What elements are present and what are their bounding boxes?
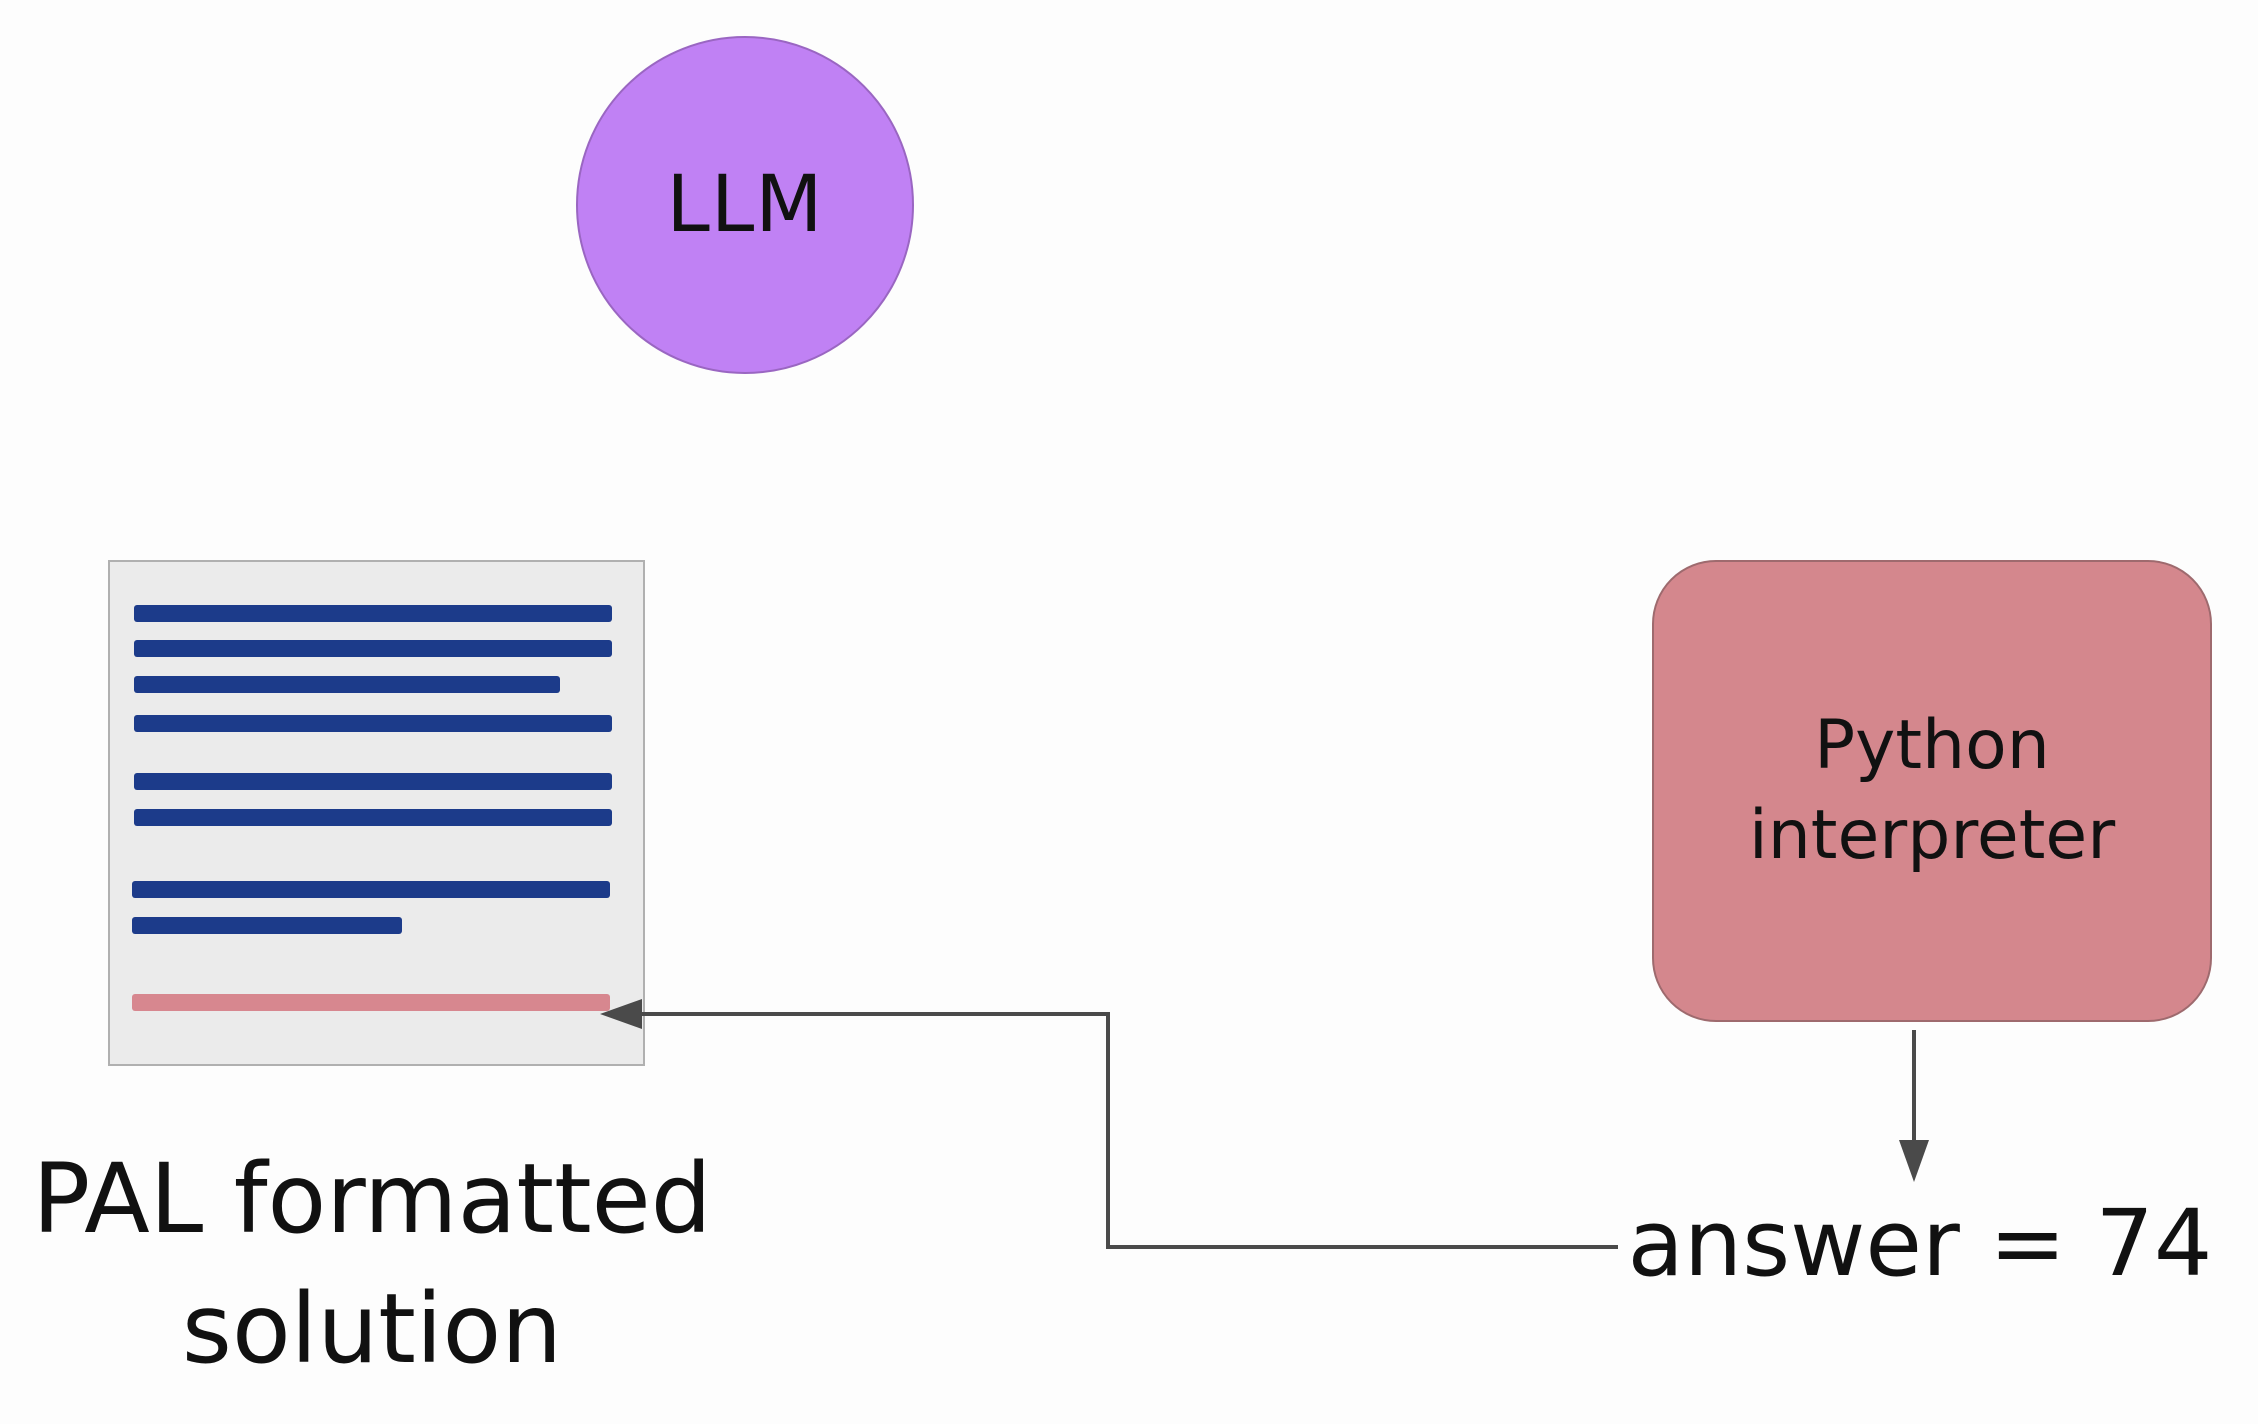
answer-to-document-line (642, 1012, 1618, 1249)
doc-code-line-4 (134, 715, 612, 732)
doc-code-line-3 (134, 676, 560, 693)
pal-document (108, 560, 645, 1066)
interpreter-label-line-2: interpreter (1748, 796, 2116, 875)
llm-node: LLM (576, 36, 914, 374)
answer-text: answer = 74 (1627, 1190, 2213, 1297)
python-interpreter-box: Python interpreter (1652, 560, 2212, 1022)
doc-code-line-8 (132, 917, 402, 934)
caption-line-2: solution (181, 1273, 563, 1385)
caption-line-1: PAL formatted (32, 1143, 712, 1255)
doc-code-line-6 (134, 809, 612, 826)
pal-document-caption: PAL formatted solution (0, 1134, 744, 1394)
doc-code-line-7 (132, 881, 610, 898)
interpreter-label-line-1: Python (1814, 706, 2050, 785)
llm-label: LLM (666, 160, 824, 250)
doc-code-line-1 (134, 605, 612, 622)
doc-code-line-2 (134, 640, 612, 657)
interpreter-to-answer-arrowhead (1899, 1140, 1929, 1182)
python-interpreter-label: Python interpreter (1654, 701, 2210, 881)
doc-code-line-5 (134, 773, 612, 790)
doc-answer-line (132, 994, 610, 1011)
